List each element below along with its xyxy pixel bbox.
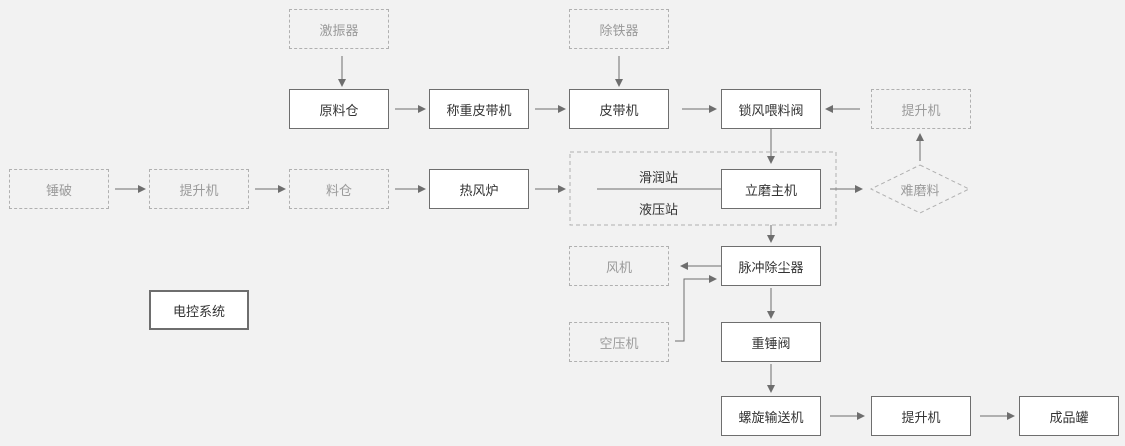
hot-blast-stove-node[interactable]: 热风炉 bbox=[429, 169, 529, 209]
elevator-left-node[interactable]: 提升机 bbox=[149, 169, 249, 209]
arrow-compressor-to-dust-collector bbox=[675, 275, 717, 342]
vibrator-node[interactable]: 激振器 bbox=[289, 9, 389, 49]
belt-conveyor-node[interactable]: 皮带机 bbox=[569, 89, 669, 129]
pulse-dust-collector-node[interactable]: 脉冲除尘器 bbox=[721, 246, 821, 286]
hammer-crusher-node[interactable]: 锤破 bbox=[9, 169, 109, 209]
electrical-control-node[interactable]: 电控系统 bbox=[149, 290, 249, 330]
fan-node[interactable]: 风机 bbox=[569, 246, 669, 286]
product-tank-node[interactable]: 成品罐 bbox=[1019, 396, 1119, 436]
vertical-mill-node[interactable]: 立磨主机 bbox=[721, 169, 821, 209]
material-bin-node[interactable]: 料仓 bbox=[289, 169, 389, 209]
elevator-top-node[interactable]: 提升机 bbox=[871, 89, 971, 129]
iron-remover-node[interactable]: 除铁器 bbox=[569, 9, 669, 49]
hydraulic-station-label: 液压站 bbox=[639, 203, 679, 218]
hard-material-diamond bbox=[869, 164, 971, 214]
air-compressor-node[interactable]: 空压机 bbox=[569, 322, 669, 362]
raw-material-silo-node[interactable]: 原料仓 bbox=[289, 89, 389, 129]
lubrication-station-label: 滑润站 bbox=[639, 171, 679, 186]
screw-conveyor-node[interactable]: 螺旋输送机 bbox=[721, 396, 821, 436]
hard-material-label[interactable]: 难磨料 bbox=[900, 183, 940, 199]
heavy-hammer-valve-node[interactable]: 重锤阀 bbox=[721, 322, 821, 362]
elevator-bottom-node[interactable]: 提升机 bbox=[871, 396, 971, 436]
weighing-belt-node[interactable]: 称重皮带机 bbox=[429, 89, 529, 129]
airlock-feed-valve-node[interactable]: 锁风喂料阀 bbox=[721, 89, 821, 129]
